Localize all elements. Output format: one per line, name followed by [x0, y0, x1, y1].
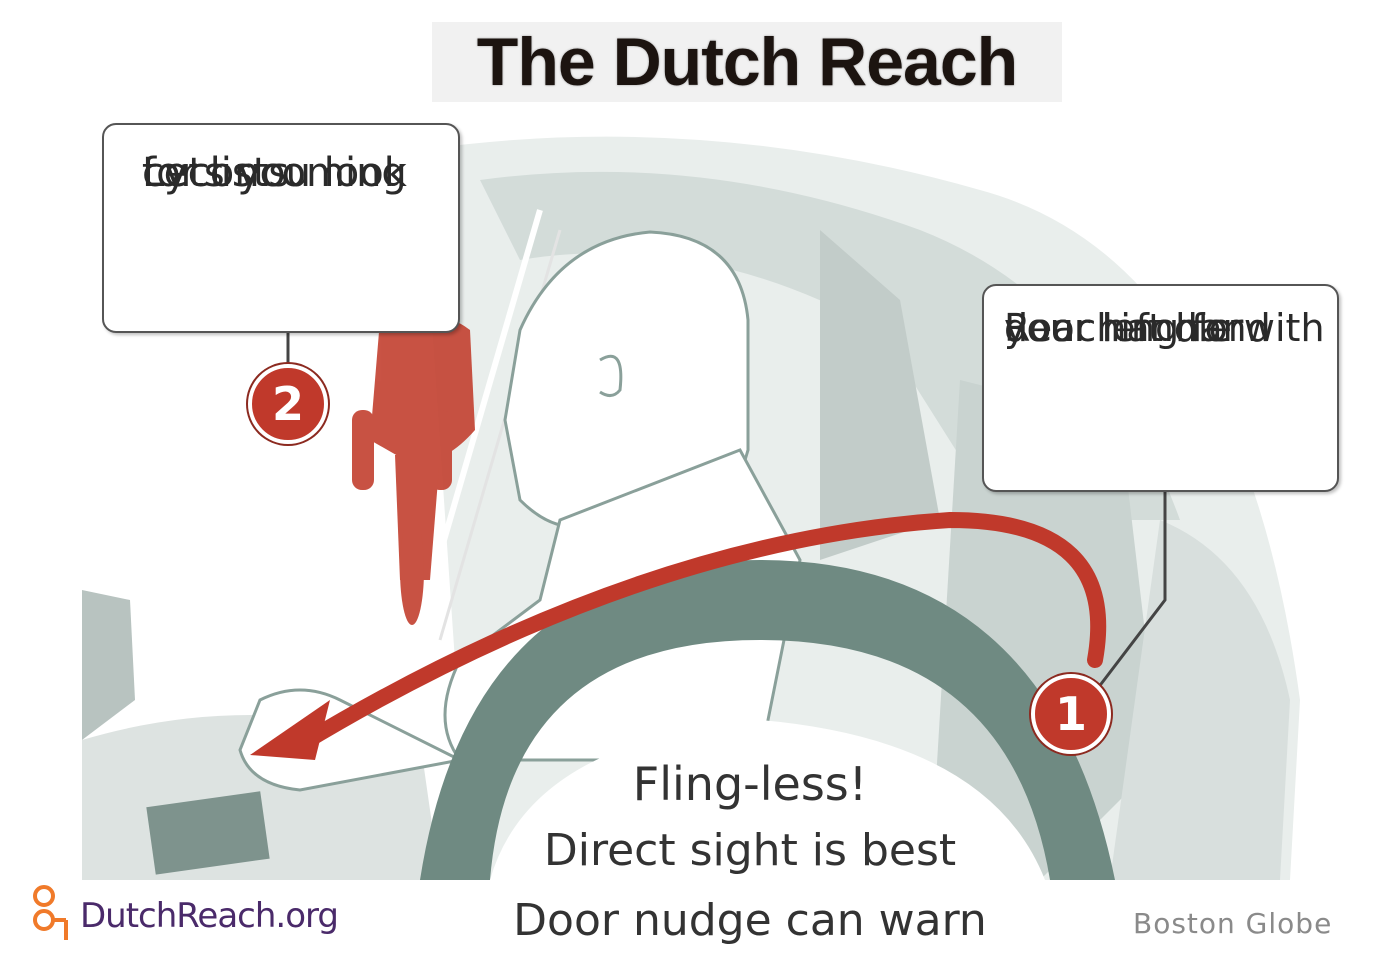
- callout-reach-line-1: Reaching for: [1004, 306, 1244, 350]
- seat-headrest: [820, 230, 940, 560]
- brand-name: DutchReach.org: [80, 896, 339, 936]
- callout-look-line-2: for oncoming: [142, 150, 407, 196]
- steering-wheel-hub: [490, 720, 1045, 880]
- callout-reach-line-3: your left hand: [1004, 306, 1271, 350]
- windshield-edge: [412, 209, 543, 641]
- callout-leader-reach: [1096, 492, 1167, 689]
- reach-arrow: [292, 511, 1107, 753]
- source-credit: Boston Globe: [1133, 907, 1333, 940]
- dashboard-vent: [146, 791, 270, 875]
- callout-reach-door-handle: Reaching for door handle with your left …: [982, 284, 1339, 492]
- side-mirror: [82, 590, 135, 740]
- cyclist-torso: [370, 312, 475, 462]
- callout-look-line-3: cyclists: [142, 150, 290, 196]
- driver-hand: [238, 688, 465, 792]
- callout-look-for-cyclists: Lets you look for oncoming cyclists: [102, 123, 460, 333]
- driver-ear: [599, 354, 623, 397]
- steering-wheel: [420, 560, 1115, 880]
- bicycle-wheel: [400, 515, 424, 625]
- callout-look-line-1: Lets you look: [142, 150, 407, 196]
- tips-block: Fling-less! Direct sight is best Door nu…: [500, 752, 1000, 956]
- step-badge-1: 1: [1031, 674, 1111, 754]
- tip-direct-sight: Direct sight is best: [543, 825, 957, 876]
- cyclist-left-arm: [352, 410, 374, 490]
- callout-reach-line-2: door handle with: [1004, 306, 1325, 350]
- rear-window-pane: [1110, 520, 1290, 880]
- door-panel: [930, 380, 1160, 880]
- step-badge-2: 2: [248, 364, 328, 444]
- person-logo-icon: [33, 885, 68, 940]
- brand-footer: DutchReach.org: [32, 886, 339, 946]
- tip-fling-less: Fling-less!: [632, 757, 868, 811]
- tip-door-nudge: Door nudge can warn: [513, 895, 987, 946]
- page-title: The Dutch Reach: [432, 22, 1062, 102]
- reach-arrow-head: [250, 700, 330, 760]
